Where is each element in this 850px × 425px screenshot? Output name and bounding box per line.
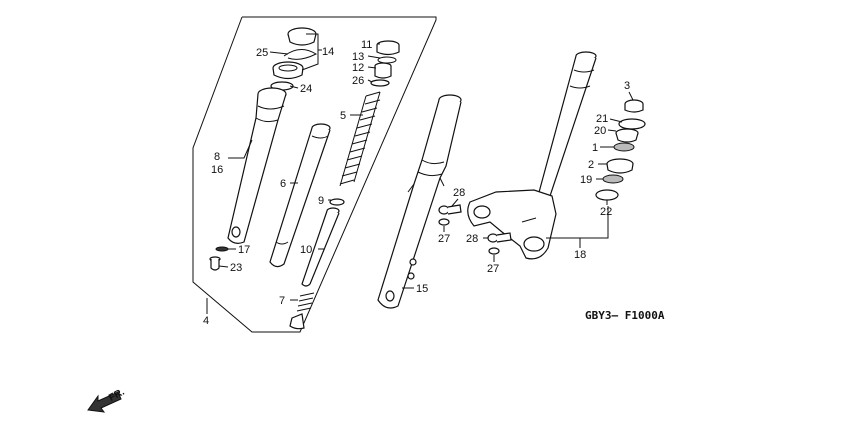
callout-21: 21 [596,113,608,125]
callout-5: 5 [340,110,346,122]
part-lower-ball [602,174,624,184]
callout-28b: 28 [466,233,478,245]
callout-7: 7 [279,295,285,307]
callout-22: 22 [600,206,612,218]
callout-14: 14 [322,46,334,58]
callout-26: 26 [352,75,364,87]
part-bolt-washer-lower [488,247,500,255]
part-o-ring [377,56,397,64]
group-outline [192,16,437,333]
callout-27b: 27 [487,263,499,275]
callout-23: 23 [230,262,242,274]
part-lock-nut [624,99,644,113]
part-lower-race [595,189,619,201]
part-cone-race [615,128,639,143]
callout-labels: 25 14 24 8 16 17 23 4 6 11 13 12 26 5 9 … [107,39,665,404]
part-drain-bolt [209,256,221,271]
callout-2: 2 [588,159,594,171]
part-ball-race [606,158,634,174]
callout-28a: 28 [453,187,465,199]
part-fork-cap [287,27,317,46]
part-rebound-spring [296,292,315,312]
callout-17: 17 [238,244,250,256]
direction-arrow [87,391,122,413]
part-pinch-bolt-lower [487,232,512,243]
part-fork-bolt-cap [376,40,400,56]
part-oil-lock-piece [289,313,305,330]
callout-15: 15 [416,283,428,295]
part-oil-seal [272,61,304,80]
callout-24: 24 [300,83,312,95]
part-fork-spring [339,91,381,187]
callout-11: 11 [361,39,372,51]
part-steel-ball [613,142,635,152]
part-steering-stem [467,51,597,260]
part-spring-washer [370,79,390,87]
callout-25: 25 [256,47,268,59]
callout-3: 3 [624,80,630,92]
callout-20: 20 [594,125,606,137]
part-fork-pipe [269,123,331,268]
part-pinch-bolt-upper [438,204,462,215]
callout-10: 10 [300,244,312,256]
part-right-fork-leg [377,94,462,309]
part-lock-washer [618,118,646,130]
diagram-code: GBY3— F1000A [585,309,665,322]
part-outer-tube [227,87,287,244]
direction-label: FR. [107,387,127,404]
callout-6: 6 [280,178,286,190]
callout-13: 13 [352,51,364,63]
part-drain-washer [215,246,229,252]
callout-12: 12 [352,62,364,74]
callout-9: 9 [318,195,324,207]
callout-4: 4 [203,315,209,327]
callout-19: 19 [580,174,592,186]
leader-lines [206,33,634,314]
part-spacer [374,62,392,79]
callout-16: 16 [211,164,223,176]
callout-8: 8 [214,151,220,163]
callout-18: 18 [574,249,586,261]
part-bolt-washer-upper [438,218,450,226]
callout-27a: 27 [438,233,450,245]
callout-1: 1 [592,142,598,154]
part-piston-ring [329,198,345,206]
part-circlip [283,49,318,60]
